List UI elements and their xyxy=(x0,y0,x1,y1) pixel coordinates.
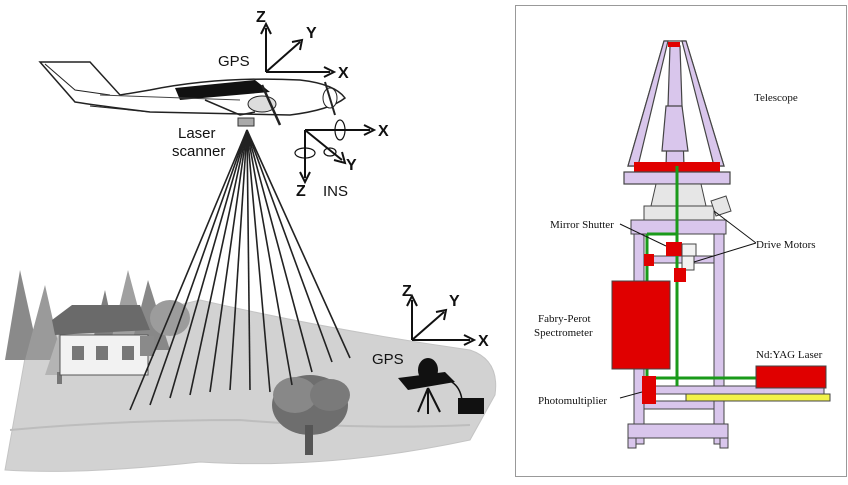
instrument-drawing: Telescope Mirror Shutter Drive Motors Fa… xyxy=(534,40,831,449)
shutter-motor xyxy=(681,243,697,257)
ins-x-axis-label: X xyxy=(378,123,389,140)
laser-scanner-label-line1: Laser xyxy=(178,125,216,142)
house xyxy=(52,305,154,376)
photomultiplier-label: Photomultiplier xyxy=(538,395,607,407)
ins-label: INS xyxy=(323,183,348,200)
laser-scanner-label-line2: scanner xyxy=(172,143,225,160)
fabry-perot-label-line1: Fabry-Perot xyxy=(538,313,591,325)
fabry-perot-label-line2: Spectrometer xyxy=(534,327,593,339)
ground-gps-receiver-icon xyxy=(398,358,484,414)
ground-z-axis-label: Z xyxy=(402,283,412,300)
drive-motors-label: Drive Motors xyxy=(756,239,816,251)
fabry-perot-spectrometer xyxy=(611,280,671,370)
aircraft-y-axis-label: Y xyxy=(306,25,317,42)
airborne-lidar-diagram: Z Y X GPS Laser scanner X Y Z INS Z Y X … xyxy=(4,9,497,472)
aircraft-z-axis-label: Z xyxy=(256,9,266,26)
ins-z-axis-label: Z xyxy=(296,183,306,200)
aircraft-x-axis-label: X xyxy=(338,65,349,82)
ground-x-axis-label: X xyxy=(478,333,489,350)
ins-axes xyxy=(294,119,377,185)
lidar-instrument-schematic: Telescope Mirror Shutter Drive Motors Fa… xyxy=(515,5,847,477)
deciduous-tree xyxy=(272,375,350,455)
components xyxy=(611,242,831,404)
telescope xyxy=(623,40,731,185)
motor-block xyxy=(674,268,686,282)
aircraft-gps-axes xyxy=(260,21,337,78)
ins-y-axis-label: Y xyxy=(346,157,357,174)
nd-yag-laser-label: Nd:YAG Laser xyxy=(756,349,823,361)
ground-gps-label: GPS xyxy=(372,351,404,368)
nd-yag-laser xyxy=(755,365,827,389)
airborne-gps-label: GPS xyxy=(218,53,250,70)
mirror-shutter xyxy=(666,242,682,256)
leader-lines xyxy=(619,210,757,399)
laser-beams xyxy=(129,129,351,411)
ground-y-axis-label: Y xyxy=(449,293,460,310)
aircraft xyxy=(38,61,347,127)
telescope-label: Telescope xyxy=(754,92,798,104)
lidar-illustration: Z Y X GPS Laser scanner X Y Z INS Z Y X … xyxy=(4,9,497,472)
drive-motor xyxy=(681,255,695,271)
fiber-coupler xyxy=(644,254,654,266)
ground-gps-axes xyxy=(406,293,477,346)
photomultiplier xyxy=(642,376,656,404)
mirror-shutter-label: Mirror Shutter xyxy=(550,219,614,231)
optical-rail xyxy=(685,393,831,402)
